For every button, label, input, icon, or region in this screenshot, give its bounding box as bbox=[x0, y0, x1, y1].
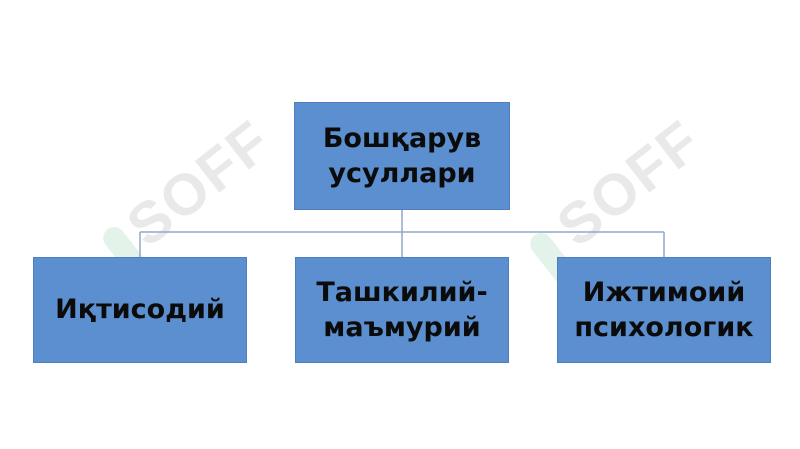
root-node-label: Бошқарув усуллари bbox=[322, 122, 482, 189]
child-node-label: Ташкилий- маъмурий bbox=[316, 276, 488, 343]
child-node-label: Иқтисодий bbox=[55, 294, 225, 326]
child-node-social-psychological: Ижтимоий психологик bbox=[557, 257, 771, 363]
child-node-economic: Иқтисодий bbox=[33, 257, 247, 363]
child-node-label: Ижтимоий психологик bbox=[574, 276, 754, 343]
root-node: Бошқарув усуллари bbox=[294, 102, 510, 210]
child-node-organizational: Ташкилий- маъмурий bbox=[295, 257, 509, 363]
